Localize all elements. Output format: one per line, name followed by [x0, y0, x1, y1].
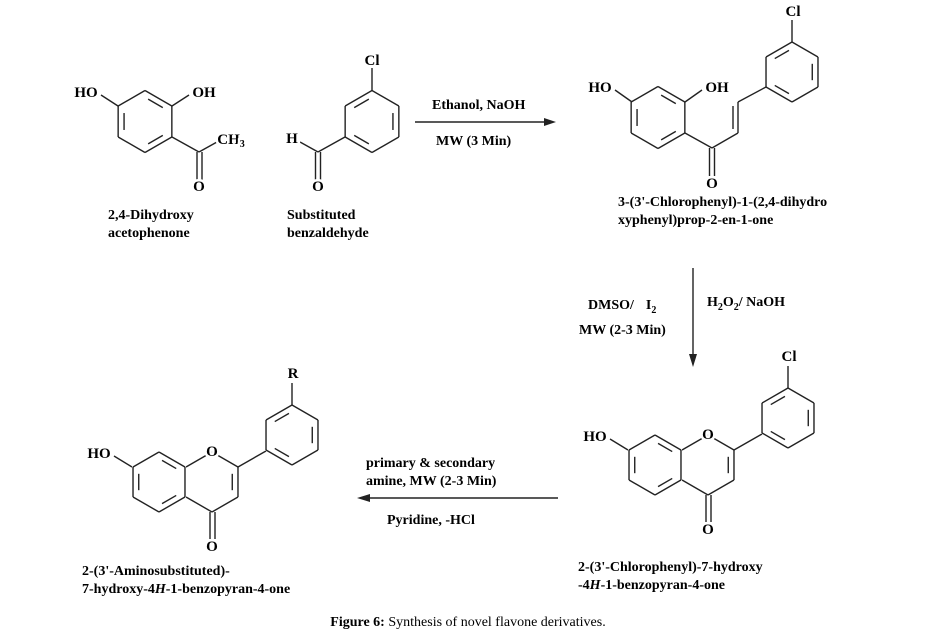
product-name-line1: 2-(3'-Aminosubstituted)-: [82, 564, 230, 579]
flavone-name-line1: 2-(3'-Chlorophenyl)-7-hydroxy: [578, 560, 763, 575]
reactant2-name-line1: Substituted: [287, 208, 356, 223]
atom-cl: Cl: [786, 4, 801, 20]
step1-condition: MW (3 Min): [436, 134, 512, 149]
atom-o-carbonyl: O: [206, 539, 218, 555]
atom-h: H: [286, 131, 298, 147]
reactant1-name-line2: acetophenone: [108, 226, 190, 241]
atom-oh: OH: [705, 80, 729, 96]
reactant2-name-line2: benzaldehyde: [287, 226, 369, 241]
flavone-name-line2: -4H-1-benzopyran-4-one: [578, 578, 725, 593]
flavone-structure: HO O O Cl: [581, 347, 815, 541]
atom-o: O: [193, 179, 205, 195]
step3-reagent-line2: amine, MW (2-3 Min): [366, 474, 497, 489]
atom-o: O: [706, 176, 718, 192]
step2-right-reagent: H2O2/ NaOH: [707, 295, 785, 313]
atom-o-ring: O: [702, 427, 714, 443]
atom-ch3: CH3: [217, 132, 245, 150]
reactant1-name-line1: 2,4-Dihydroxy: [108, 208, 194, 223]
chalcone-name-line1: 3-(3'-Chlorophenyl)-1-(2,4-dihydro: [618, 195, 827, 210]
atom-ho: HO: [87, 446, 110, 462]
bond-lines: [117, 41, 819, 154]
step3-condition: Pyridine, -HCl: [387, 513, 475, 528]
ring: [681, 434, 735, 496]
step3-reagent-line1: primary & secondary: [366, 456, 495, 471]
ring: [185, 451, 239, 513]
step1-reagent: Ethanol, NaOH: [432, 98, 525, 113]
product-structure: HO O O R: [85, 364, 319, 558]
ring: [117, 89, 173, 154]
atom-ho: HO: [74, 85, 97, 101]
product-name-line2: 7-hydroxy-4H-1-benzopyran-4-one: [82, 582, 290, 597]
ring: [344, 89, 400, 154]
extra-bonds: [100, 20, 793, 502]
atom-oh: OH: [192, 85, 216, 101]
ring: [265, 404, 319, 466]
step2-left-condition: MW (2-3 Min): [579, 323, 666, 338]
atom-o-ring: O: [206, 444, 218, 460]
chalcone-name-line2: xyphenyl)prop-2-en-1-one: [618, 213, 773, 228]
step2-left-reagent: DMSO/I2: [588, 298, 656, 316]
ring: [132, 451, 186, 513]
figure-caption: Figure 6: Synthesis of novel flavone der…: [330, 615, 605, 630]
atom-o: O: [312, 179, 324, 195]
atom-cl: Cl: [782, 349, 797, 365]
atom-o-carbonyl: O: [702, 522, 714, 538]
atom-r: R: [288, 366, 299, 382]
atom-ho: HO: [588, 80, 611, 96]
ring: [630, 85, 686, 150]
atom-ho: HO: [583, 429, 606, 445]
ring: [628, 434, 682, 496]
ring: [761, 387, 815, 449]
ring: [765, 41, 819, 103]
atom-cl: Cl: [365, 53, 380, 69]
